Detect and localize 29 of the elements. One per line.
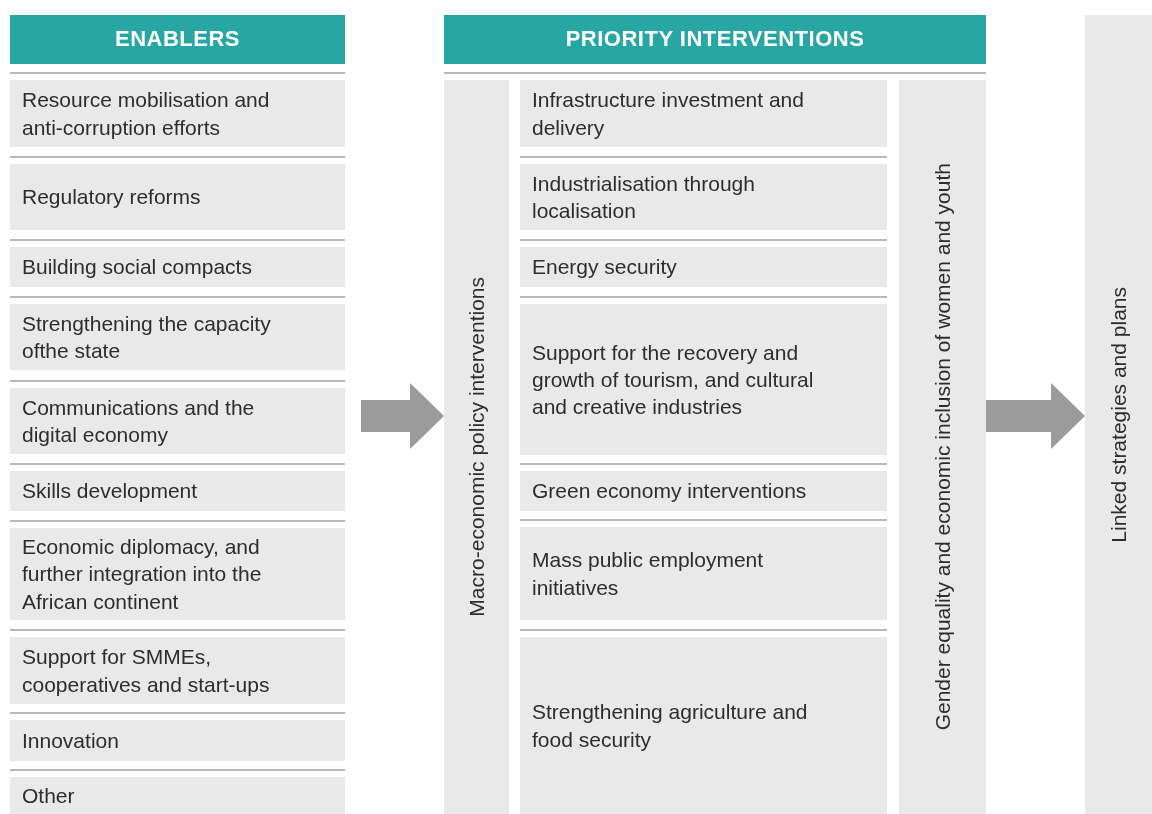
item-label: Innovation bbox=[22, 727, 119, 754]
item-label: Building social compacts bbox=[22, 254, 252, 281]
header-title: PRIORITY INTERVENTIONS bbox=[565, 25, 865, 54]
item-label: Linked strategies and plans bbox=[1105, 286, 1131, 543]
header-title: ENABLERS bbox=[115, 25, 240, 54]
block-arrow bbox=[986, 383, 1085, 449]
vertical-band bbox=[1085, 15, 1152, 814]
item-label: Strengthening the capacity ofthe state bbox=[22, 310, 272, 364]
item-label: Green economy interventions bbox=[532, 478, 807, 505]
item-label: Communications and the digital economy bbox=[22, 394, 256, 448]
item-label: Gender equality and economic inclusion of women and youth bbox=[929, 163, 955, 731]
item-label: Infrastructure investment and delivery bbox=[532, 87, 805, 141]
column-header bbox=[444, 15, 986, 64]
item-label: Strengthening agriculture and food security bbox=[532, 699, 809, 753]
vertical-band bbox=[899, 80, 986, 814]
item-label: Energy security bbox=[532, 254, 677, 281]
item-label: Regulatory reforms bbox=[22, 184, 201, 211]
item-label: Support for the recovery and growth of tourism, and cultural and creative industries bbox=[532, 339, 815, 421]
item-label: Economic diplomacy, and further integration into the African continent bbox=[22, 534, 263, 615]
block-arrow bbox=[361, 383, 444, 449]
item-label: Macro-economic policy interventions bbox=[463, 277, 489, 617]
column-header bbox=[10, 15, 345, 64]
item-label: Skills development bbox=[22, 478, 198, 505]
item-label: Mass public employment initiatives bbox=[532, 547, 765, 601]
item-label: Other bbox=[22, 782, 75, 809]
item-label: Support for SMMEs, cooperatives and start-ups bbox=[22, 644, 271, 698]
item-label: Resource mobilisation and anti-corruption efforts bbox=[22, 87, 271, 141]
item-label: Industrialisation through localisation bbox=[532, 170, 756, 224]
vertical-band bbox=[444, 80, 509, 814]
